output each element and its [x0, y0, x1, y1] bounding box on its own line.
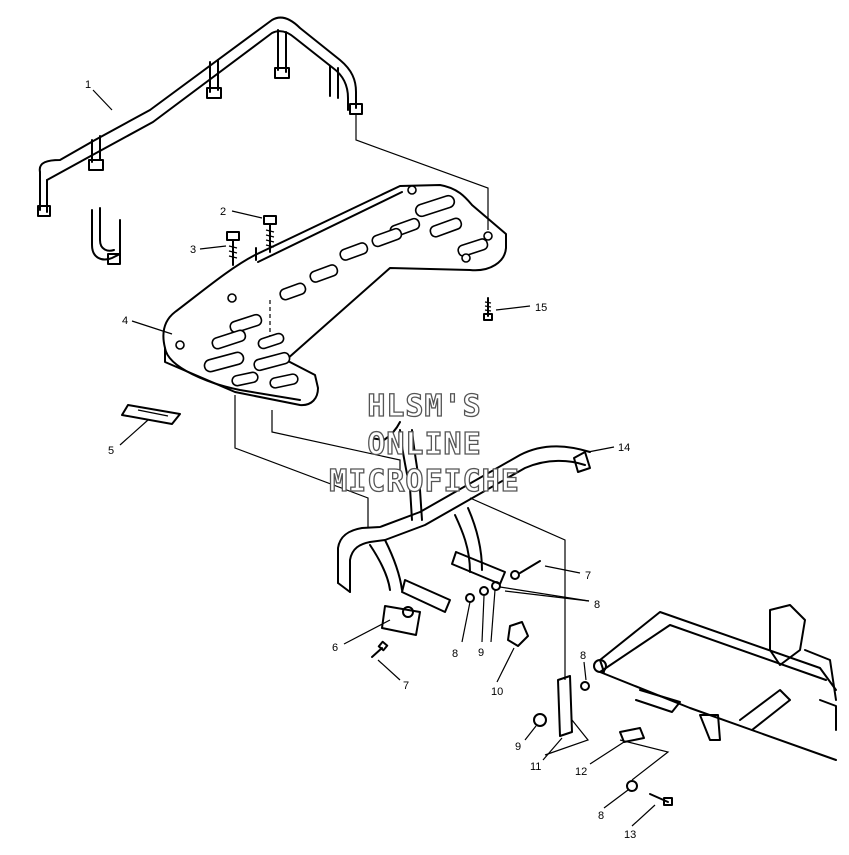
tube-bumper-part-14: [337, 421, 591, 593]
clamp-part-10: [507, 621, 529, 647]
bolt-part-15: [483, 297, 493, 321]
callout-10: 10: [491, 686, 503, 698]
bolt-part-2: [263, 215, 277, 253]
callout-2: 2: [220, 206, 226, 218]
callout-8-b: 8: [452, 648, 458, 660]
callout-7: 7: [585, 570, 591, 582]
bracket-part-6: [381, 605, 421, 636]
callout-5: 5: [108, 445, 114, 457]
watermark-line-1: HLSM'S: [367, 389, 482, 424]
clip-part-12: [619, 727, 645, 743]
callout-7-b: 7: [403, 680, 409, 692]
callout-9-b: 9: [515, 741, 521, 753]
callout-3: 3: [190, 244, 196, 256]
rack-rail-part-1: [37, 16, 363, 265]
plate-slots: [203, 194, 489, 389]
callout-6: 6: [332, 642, 338, 654]
callout-14: 14: [618, 442, 630, 454]
nut-part-9: [533, 713, 547, 727]
callout-1: 1: [85, 79, 91, 91]
callout-leaders: [92, 89, 656, 827]
bolt-part-13: [663, 797, 673, 806]
watermark-line-2: ONLINE: [367, 427, 482, 462]
callout-13: 13: [624, 829, 636, 841]
callout-labels: 1 2 3 4 5 15 14 7 8 6 8 9 7 10 8 9 11 12…: [85, 79, 636, 841]
callout-11: 11: [530, 761, 541, 773]
callout-8-c: 8: [580, 650, 586, 662]
watermark-line-3: MICROFICHE: [329, 464, 520, 499]
callout-9: 9: [478, 647, 484, 659]
bolt-part-3: [226, 231, 240, 266]
spacer-part-11: [557, 675, 573, 737]
reflector-part-5: [121, 404, 181, 425]
callout-8: 8: [594, 599, 600, 611]
alignment-lines: [234, 114, 670, 781]
callout-4: 4: [122, 315, 128, 327]
rack-plate-part-4: [162, 184, 507, 407]
callout-8-d: 8: [598, 810, 604, 822]
vehicle-frame: [593, 604, 837, 761]
callout-12: 12: [575, 766, 587, 778]
callout-15: 15: [535, 302, 547, 314]
